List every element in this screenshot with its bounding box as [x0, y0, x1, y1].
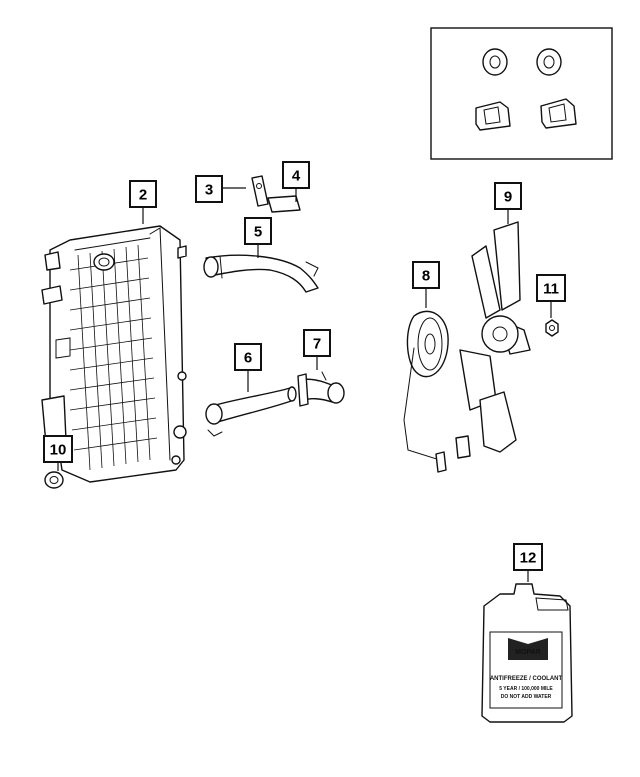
callout-2: 2	[129, 180, 157, 208]
callout-5: 5	[244, 217, 272, 245]
leader-lines	[57, 187, 552, 582]
part-9-fan	[459, 221, 531, 453]
radiator-inlet	[93, 253, 115, 271]
jug-brand-text: MOPAR	[515, 649, 541, 656]
part-4-bracket	[267, 195, 301, 213]
part-7-hose	[297, 371, 345, 407]
callout-4: 4	[282, 161, 310, 189]
jug-product-text: ANTIFREEZE / COOLANT	[490, 676, 563, 682]
inset-box	[430, 27, 613, 160]
part-3-bracket	[251, 175, 269, 207]
jug-line2-text: DO NOT ADD WATER	[501, 694, 552, 700]
callout-11: 11	[536, 274, 566, 302]
callout-10: 10	[43, 435, 73, 463]
mount-bracket-left	[475, 101, 511, 131]
callout-11-label: 11	[543, 281, 559, 298]
part-6-lower-hose	[205, 386, 297, 437]
callout-8: 8	[412, 261, 440, 289]
callout-2-label: 2	[139, 187, 147, 204]
grommet-right	[536, 48, 562, 76]
callout-9-label: 9	[504, 189, 512, 206]
callout-12-label: 12	[520, 550, 537, 567]
part-10-cap	[44, 471, 64, 489]
callout-7-label: 7	[313, 336, 321, 353]
grommet-left	[482, 48, 508, 76]
callout-12: 12	[513, 543, 543, 571]
part-8-fan-clutch	[403, 310, 471, 473]
callout-5-label: 5	[254, 224, 262, 241]
part-5-upper-hose	[203, 254, 319, 293]
callout-3-label: 3	[205, 182, 213, 199]
callout-3: 3	[195, 175, 223, 203]
callout-9: 9	[494, 182, 522, 210]
callout-10-label: 10	[50, 442, 67, 459]
callout-4-label: 4	[292, 168, 301, 185]
jug-line1-text: 5 YEAR / 100,000 MILE	[499, 686, 553, 692]
part-11-nut	[545, 319, 559, 337]
callout-7: 7	[303, 329, 331, 357]
part-12-coolant-jug: MOPAR ANTIFREEZE / COOLANT 5 YEAR / 100,…	[481, 583, 573, 723]
callout-6: 6	[234, 343, 262, 371]
mount-bracket-right	[540, 98, 577, 129]
callout-8-label: 8	[422, 268, 430, 285]
callout-6-label: 6	[244, 350, 252, 367]
